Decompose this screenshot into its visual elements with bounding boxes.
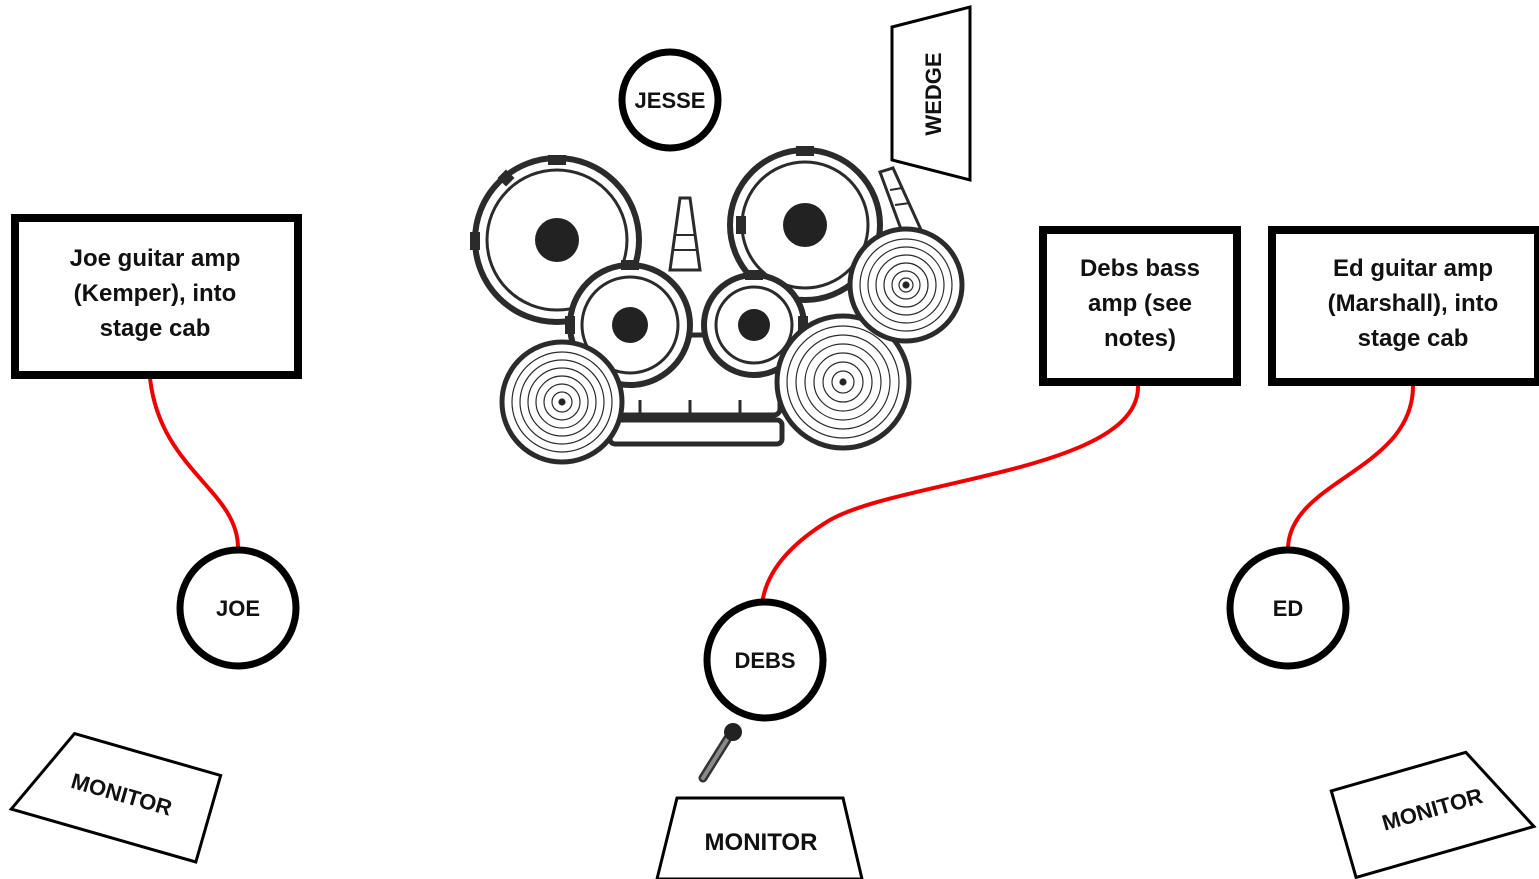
debs-cable [760, 385, 1141, 605]
person-jesse: JESSE [618, 48, 722, 152]
person-joe: JOE [176, 546, 300, 670]
amp-ed-line-2: (Marshall), into [1328, 290, 1499, 317]
person-debs: DEBS [703, 598, 827, 722]
person-ed: ED [1226, 546, 1350, 670]
person-ed-label: ED [1273, 596, 1304, 621]
microphone-icon [698, 723, 742, 783]
monitor-center-label: MONITOR [705, 829, 818, 856]
cables [148, 377, 1415, 605]
amp-ed: Ed guitar amp (Marshall), into stage cab [1268, 226, 1539, 386]
monitor-center: MONITOR [655, 796, 864, 879]
amp-debs-line-1: Debs bass [1080, 255, 1200, 282]
wedge-drums-label: WEDGE [921, 52, 946, 135]
amp-joe: Joe guitar amp (Kemper), into stage cab [11, 214, 302, 379]
person-debs-label: DEBS [734, 648, 795, 673]
amp-ed-line-1: Ed guitar amp [1333, 255, 1493, 282]
person-jesse-label: JESSE [635, 88, 706, 113]
amp-debs-line-2: amp (see [1088, 290, 1192, 317]
drum-kit-icon [470, 146, 965, 465]
ed-cable [1286, 385, 1415, 549]
wedge-drums: WEDGE [890, 5, 972, 182]
amp-joe-line-1: Joe guitar amp [70, 245, 241, 272]
person-joe-label: JOE [216, 596, 260, 621]
monitor-left: MONITOR [8, 731, 223, 864]
amp-joe-line-3: stage cab [100, 315, 211, 342]
monitor-right: MONITOR [1329, 750, 1537, 879]
joe-cable [148, 377, 240, 549]
amp-debs-line-3: notes) [1104, 325, 1176, 352]
amp-ed-line-3: stage cab [1358, 325, 1469, 352]
amp-joe-line-2: (Kemper), into [74, 280, 237, 307]
amp-debs: Debs bass amp (see notes) [1039, 226, 1241, 386]
